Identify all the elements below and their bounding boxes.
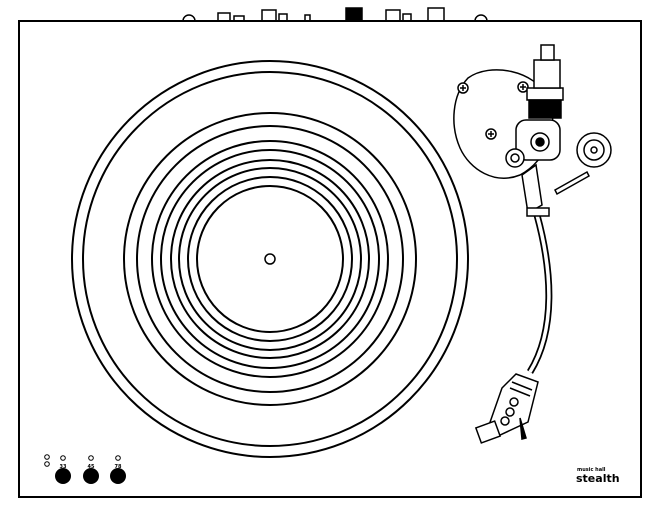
speed-button-33[interactable]: 33	[55, 455, 71, 484]
speed-button-45[interactable]: 45	[83, 455, 99, 484]
brand-maker: music hall	[577, 467, 606, 473]
speed-button-78[interactable]: 78	[110, 455, 126, 484]
platter[interactable]	[71, 60, 469, 458]
rear-connectors	[182, 7, 488, 22]
brand-model: stealth	[576, 472, 620, 485]
tonearm[interactable]	[453, 44, 612, 444]
speed-label-78: 78	[115, 464, 122, 470]
speed-label-33: 33	[60, 464, 67, 470]
speed-label-45: 45	[88, 464, 95, 470]
spindle	[264, 253, 276, 265]
power-indicator	[44, 454, 50, 467]
brand-logo: music hall stealth	[576, 467, 620, 485]
